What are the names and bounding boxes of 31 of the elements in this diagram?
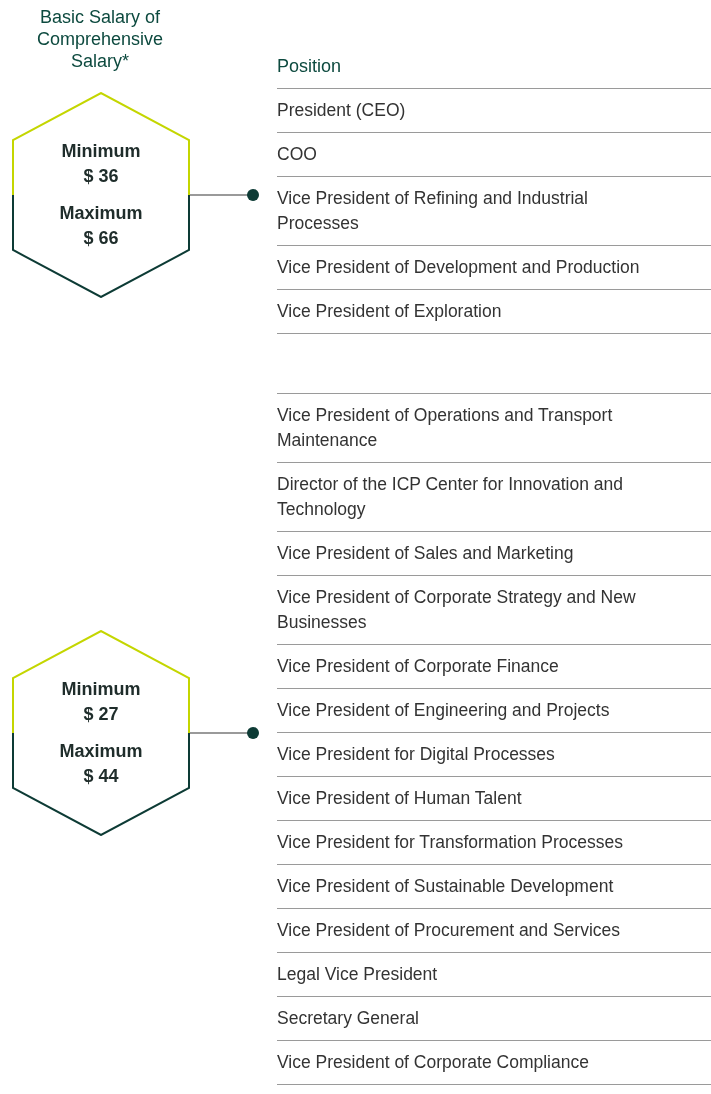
position-title: Vice President of Exploration [277, 300, 503, 323]
position-title: Vice President for Digital Processes [277, 743, 556, 766]
hexagon-node [12, 630, 190, 836]
position-title: Vice President of Corporate Strategy and New Businesses [277, 586, 637, 634]
position-title: Vice President of Engineering and Projects [277, 699, 611, 722]
salary-value: Minimum $ 36 [61, 140, 141, 188]
position-title: Vice President of Development and Production [277, 256, 641, 279]
position-title: Vice President of Sales and Marketing [277, 542, 575, 565]
position-title: Vice President of Operations and Transport Maintenance [277, 404, 614, 452]
connector-line [189, 727, 259, 739]
hexagon-node [12, 92, 190, 298]
diagram-title: Basic Salary of Comprehensive Salary* [35, 6, 165, 72]
position-title: Vice President of Sustainable Development [277, 875, 615, 898]
position-title: Vice President of Refining and Industrial Processes [277, 187, 589, 235]
position-title: Vice President of Corporate Finance [277, 655, 560, 678]
salary-value: Minimum $ 27 [61, 678, 141, 726]
position-title: Secretary General [277, 1007, 420, 1030]
position-title: Legal Vice President [277, 963, 439, 986]
position-title: Vice President of Human Talent [277, 787, 523, 810]
position-title: Vice President for Transformation Processes [277, 831, 624, 854]
connector-line [189, 189, 259, 201]
position-list [277, 393, 711, 1085]
position-title: Vice President of Procurement and Services [277, 919, 622, 942]
position-title: Director of the ICP Center for Innovation and Technology [277, 473, 624, 521]
position-title: COO [277, 143, 318, 166]
column-header: Position [277, 55, 342, 78]
position-list [277, 88, 711, 334]
position-title: Vice President of Corporate Compliance [277, 1051, 590, 1074]
position-title: President (CEO) [277, 99, 407, 122]
salary-value: Maximum $ 66 [59, 202, 143, 250]
salary-value: Maximum $ 44 [59, 740, 143, 788]
